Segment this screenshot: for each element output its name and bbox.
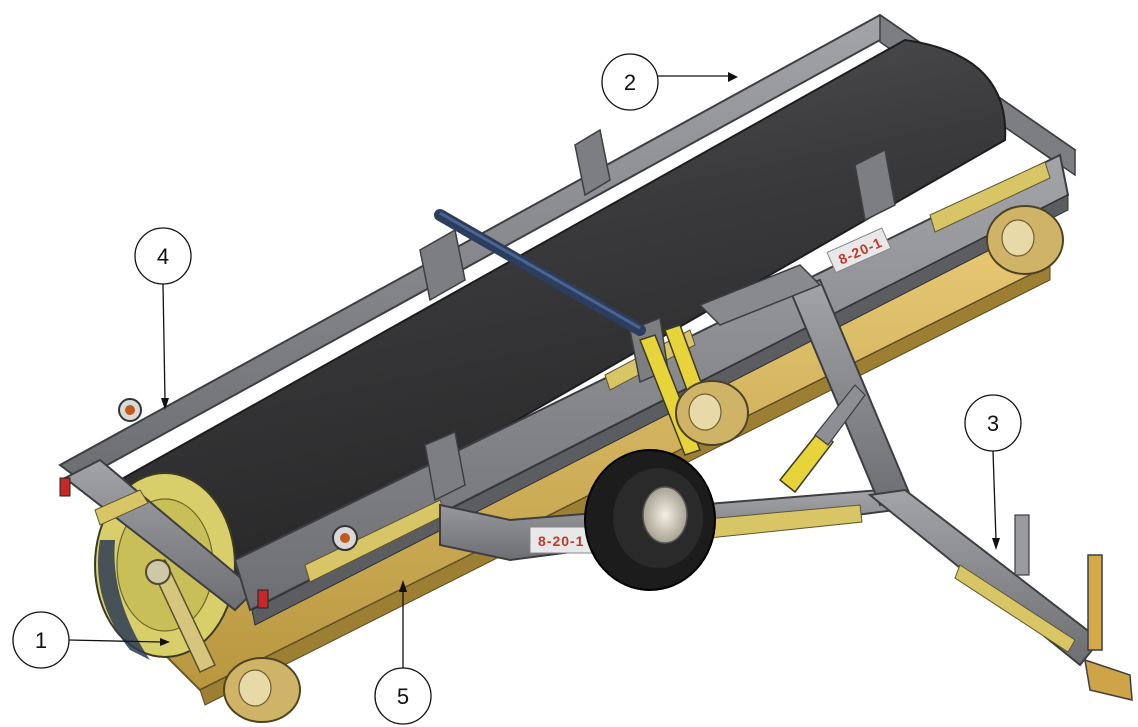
callout-1-label: 1 <box>35 628 47 653</box>
caster-wheel-front-mid <box>675 380 749 446</box>
caster-wheels <box>223 205 1064 723</box>
caster-wheel-front-right <box>986 205 1064 275</box>
callout-2: 2 <box>601 53 738 111</box>
callout-5: 5 <box>374 580 432 725</box>
callout-3: 3 <box>964 394 1022 550</box>
tail-light-right <box>257 589 269 609</box>
callout-4: 4 <box>134 227 192 410</box>
callout-5-label: 5 <box>397 684 409 709</box>
transport-tire-hub <box>642 486 688 544</box>
callout-3-label: 3 <box>987 411 999 436</box>
caster-wheel-front-left <box>223 657 301 723</box>
bearing-hub <box>145 559 171 585</box>
transport-tire <box>584 449 716 591</box>
hitch-jack <box>1087 554 1103 651</box>
hitch-model-text: 8-20-1 <box>538 533 584 549</box>
cross-shaft <box>434 209 646 336</box>
hitch-clevis <box>1084 658 1133 701</box>
tail-light-left <box>59 477 71 497</box>
reflectors <box>118 398 358 551</box>
callout-2-label: 2 <box>624 70 636 95</box>
callout-4-label: 4 <box>157 244 169 269</box>
callout-1: 1 <box>12 611 170 669</box>
